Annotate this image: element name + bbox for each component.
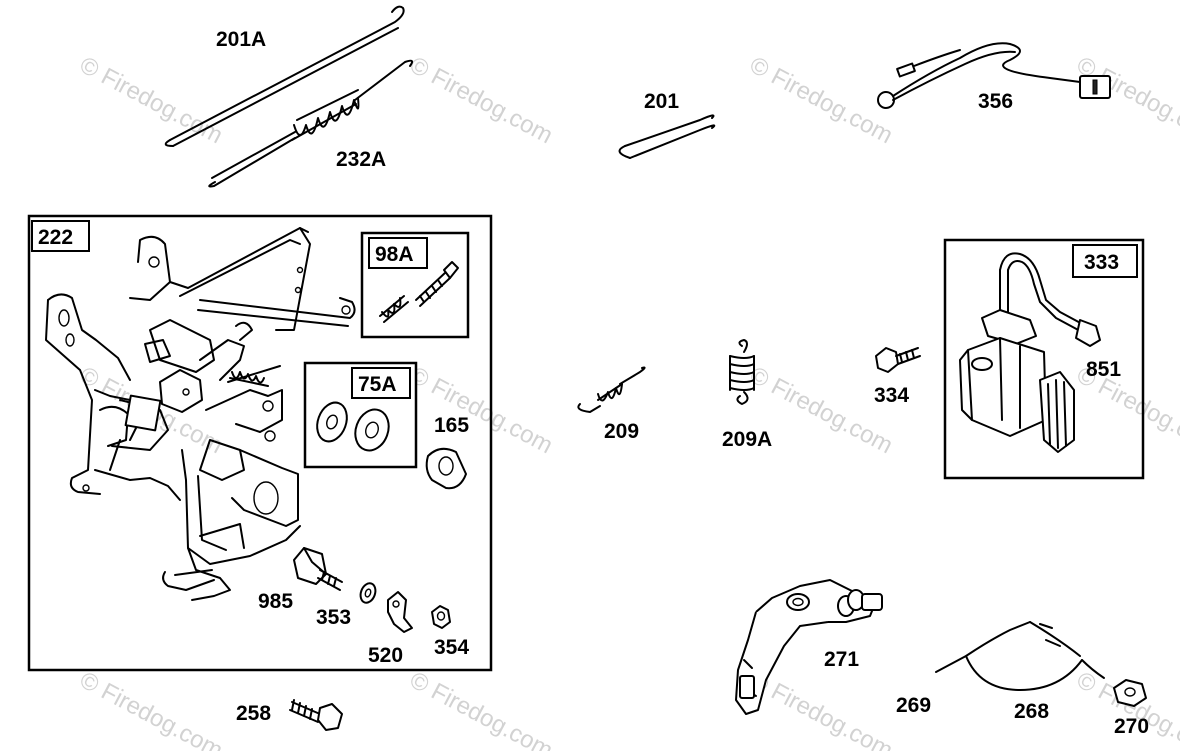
label-201a: 201A [216, 28, 266, 51]
watermark: © Firedog.com [745, 666, 897, 751]
label-333: 333 [1084, 251, 1119, 274]
label-851: 851 [1086, 358, 1121, 381]
label-222: 222 [38, 226, 73, 249]
label-353: 353 [316, 606, 351, 629]
box-333-armature: 333 851 [943, 238, 1145, 480]
part-258-bolt: 258 [236, 699, 343, 731]
part-268-wire: 269 268 [896, 621, 1105, 723]
label-268: 268 [1014, 700, 1049, 723]
part-353-washer: 353 [316, 582, 377, 629]
label-271: 271 [824, 648, 859, 671]
label-270: 270 [1114, 715, 1149, 738]
label-232a: 232A [336, 148, 386, 171]
watermark: © Firedog.com [1072, 51, 1180, 149]
box-333-tag [1072, 244, 1138, 278]
box-222-frame [27, 214, 493, 672]
label-334: 334 [874, 384, 909, 407]
label-356: 356 [978, 90, 1013, 113]
label-209: 209 [604, 420, 639, 443]
screw-and-spring [379, 261, 459, 323]
box-75a-tag [351, 367, 411, 399]
part-201a-link: 201A [164, 5, 405, 147]
box-98a: 98A [360, 231, 470, 339]
control-bracket-drawing [45, 227, 356, 601]
label-985: 985 [258, 590, 293, 613]
part-356-wire: 356 [877, 42, 1111, 113]
part-209-spring: 209 [577, 366, 646, 443]
part-334-screw: 334 [874, 347, 921, 407]
part-354-nut: 354 [431, 605, 469, 659]
box-333-frame [943, 238, 1145, 480]
label-75a: 75A [358, 373, 397, 396]
terminal-cluster [837, 589, 883, 617]
label-520: 520 [368, 644, 403, 667]
part-165-clip: 165 [425, 414, 469, 490]
watermark: © Firedog.com [405, 51, 557, 149]
box-75a: 75A [303, 361, 418, 469]
watermark: © Firedog.com [405, 361, 557, 459]
bracket-spring [229, 371, 269, 387]
spring-coils [291, 89, 360, 141]
label-209a: 209A [722, 428, 772, 451]
watermark: © Firedog.com [75, 666, 227, 751]
label-354: 354 [434, 636, 469, 659]
watermark: © Firedog.com [405, 666, 557, 751]
watermark: © Firedog.com [75, 51, 227, 149]
part-209a-spring: 209A [722, 339, 772, 451]
box-222-tag [31, 220, 90, 252]
part-985-switch: 985 [258, 547, 343, 613]
part-232a-spring: 232A [208, 59, 414, 188]
part-520-bracket: 520 [368, 591, 413, 667]
label-269: 269 [896, 694, 931, 717]
box-222-control-bracket: 222 [27, 214, 493, 672]
label-201: 201 [644, 90, 679, 113]
box-98a-tag [368, 237, 428, 269]
washers [316, 401, 390, 452]
part-201-link: 201 [618, 90, 716, 159]
part-270-nut: 270 [1113, 679, 1149, 738]
label-165: 165 [434, 414, 469, 437]
label-258: 258 [236, 702, 271, 725]
armature-coil-drawing [959, 252, 1101, 453]
label-98a: 98A [375, 243, 414, 266]
watermark: © Firedog.com [745, 51, 897, 149]
part-271-bracket: 271 [735, 579, 883, 715]
